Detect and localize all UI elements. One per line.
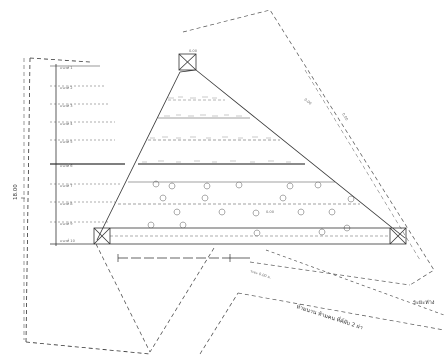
vertical-scale (50, 64, 125, 246)
lower-edge-note: ระยะ 0.00 ม. (250, 269, 272, 280)
dimension-line (117, 254, 250, 262)
top-marker-label: 0.00 (189, 49, 198, 53)
main-triangle (96, 69, 406, 241)
level-label: แนวท์ 2 (60, 86, 73, 90)
lower-plate (237, 249, 444, 331)
bottom-band (93, 227, 407, 245)
circle-label: 0.00 (266, 210, 275, 214)
upper-row-marks (142, 96, 291, 163)
level-label: แนวท์ 5 (60, 140, 73, 144)
level-label: แนวท์ 1 (60, 66, 73, 70)
row-symbols (147, 180, 355, 237)
level-label: แนวท์ 8 (60, 202, 73, 206)
level-label: แนวท์ 9 (60, 222, 73, 226)
right-note: ระยะห่าง (413, 300, 435, 306)
stamp-text: ห้ามนาน ห้ามคน ที่ค์ผับ 2 ผ่า (295, 302, 364, 331)
lower-wedge (95, 243, 239, 355)
level-label: แนวท์ 4 (60, 122, 73, 126)
level-labels: แนวท์ 1 แนวท์ 2 แนวท์ 3 แนวท์ 4 แนวท์ 5 … (60, 66, 76, 243)
left-boundary (21, 57, 151, 355)
level-label: แนวท์ 7 (60, 184, 73, 188)
level-label: แนวท์ 3 (60, 104, 73, 108)
top-marker-box (178, 53, 197, 71)
level-label: แนวท์ 10 (60, 239, 76, 243)
triangle-rows (118, 99, 360, 205)
diagonal-note: 0.00 (303, 98, 312, 107)
side-dimension-label: 18.00 (13, 184, 19, 200)
diagonal-note: 0.00 (341, 112, 349, 122)
level-label: แนวท์ 6 (60, 164, 73, 168)
